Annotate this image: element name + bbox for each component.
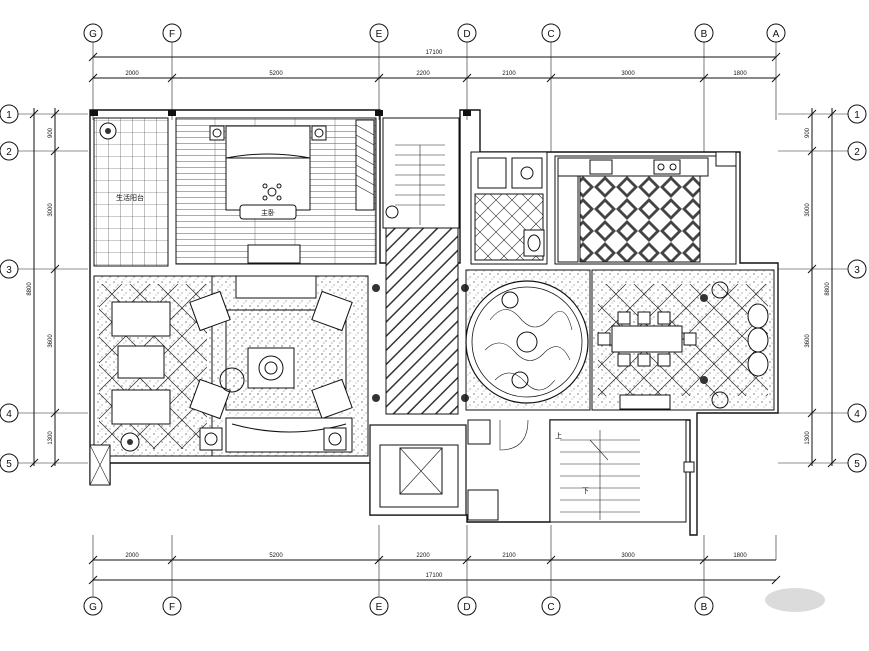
axis-label: E <box>376 602 383 613</box>
dim-left-seg: 3000 <box>48 203 54 217</box>
axis-label: 3 <box>6 265 12 276</box>
axis-label: B <box>701 602 708 613</box>
axis-label: D <box>463 602 470 613</box>
axis-label: B <box>701 29 708 40</box>
dim-top-seg: 1800 <box>733 71 747 77</box>
room-bathroom <box>470 151 548 265</box>
room-dining <box>591 269 775 411</box>
dim-bottom-seg: 3000 <box>621 553 635 559</box>
axis-label: E <box>376 29 383 40</box>
axis-label: 1 <box>6 110 12 121</box>
dim-top-total: 17100 <box>426 50 443 56</box>
axis-label: C <box>547 602 554 613</box>
watermark <box>765 588 825 612</box>
dim-left-seg: 3600 <box>48 334 54 348</box>
axis-label: F <box>169 29 175 40</box>
axis-label: 2 <box>6 147 12 158</box>
dim-right-total: 8800 <box>825 282 831 296</box>
stairwell-lower: 上 下 <box>549 419 695 523</box>
axis-label: A <box>773 29 780 40</box>
stair-down-label: 下 <box>582 487 589 495</box>
axis-label: G <box>89 29 97 40</box>
corridor <box>372 227 469 415</box>
axis-bubbles-top: G F E D C B A <box>83 23 786 43</box>
utility-box <box>89 444 111 486</box>
dim-left-total: 8800 <box>27 282 33 296</box>
axis-label: D <box>463 29 470 40</box>
axis-bubbles-bottom: G F E D C B <box>83 596 714 616</box>
room-living-main <box>189 275 369 457</box>
axis-label: 4 <box>6 409 12 420</box>
stair-up-label: 上 <box>555 431 562 440</box>
elevator-shaft <box>369 419 529 521</box>
axis-label: F <box>169 602 175 613</box>
dimension-left: 8800 900 3000 3600 1300 <box>27 108 60 468</box>
axis-label: C <box>547 29 554 40</box>
room-label-bed: 主卧 <box>261 208 275 217</box>
room-round-foyer <box>465 269 591 411</box>
axis-label: G <box>89 602 97 613</box>
dim-left-seg: 1300 <box>48 431 54 445</box>
dim-top-seg: 2000 <box>125 71 139 77</box>
stairwell-upper <box>382 117 460 229</box>
dim-bottom-seg: 2100 <box>502 553 516 559</box>
dim-bottom-seg: 1800 <box>733 553 747 559</box>
axis-label: 2 <box>854 147 860 158</box>
axis-label: 4 <box>854 409 860 420</box>
dim-bottom-seg: 2000 <box>125 553 139 559</box>
room-kitchen <box>554 151 737 265</box>
dim-top-seg: 3000 <box>621 71 635 77</box>
dimension-top: 17100 2000 5200 2200 2100 3000 1800 <box>88 50 781 83</box>
dim-top-seg: 5200 <box>269 71 283 77</box>
axis-label: 1 <box>854 110 860 121</box>
dim-right-seg: 900 <box>805 127 811 138</box>
dim-top-seg: 2200 <box>416 71 430 77</box>
dim-bottom-total: 17100 <box>426 573 443 579</box>
dimension-bottom: 2000 5200 2200 2100 3000 1800 17100 <box>88 553 781 585</box>
axis-bubbles-left: 1 2 3 4 5 <box>0 104 19 473</box>
axis-bubbles-right: 1 2 3 4 5 <box>847 104 867 473</box>
dim-right-seg: 3000 <box>805 203 811 217</box>
axis-label: 3 <box>854 265 860 276</box>
dim-top-seg: 2100 <box>502 71 516 77</box>
grid-lines <box>18 42 848 596</box>
room-label-balcony: 生活阳台 <box>116 193 144 202</box>
dim-bottom-seg: 2200 <box>416 553 430 559</box>
dim-left-seg: 900 <box>48 127 54 138</box>
axis-label: 5 <box>854 459 860 470</box>
dim-right-seg: 1300 <box>805 431 811 445</box>
room-balcony: 生活阳台 <box>93 117 169 267</box>
axis-label: 5 <box>6 459 12 470</box>
dim-right-seg: 3600 <box>805 334 811 348</box>
room-master-bedroom: 主卧 <box>175 117 377 265</box>
dim-bottom-seg: 5200 <box>269 553 283 559</box>
dimension-right: 900 3000 3600 1300 8800 <box>805 108 837 468</box>
